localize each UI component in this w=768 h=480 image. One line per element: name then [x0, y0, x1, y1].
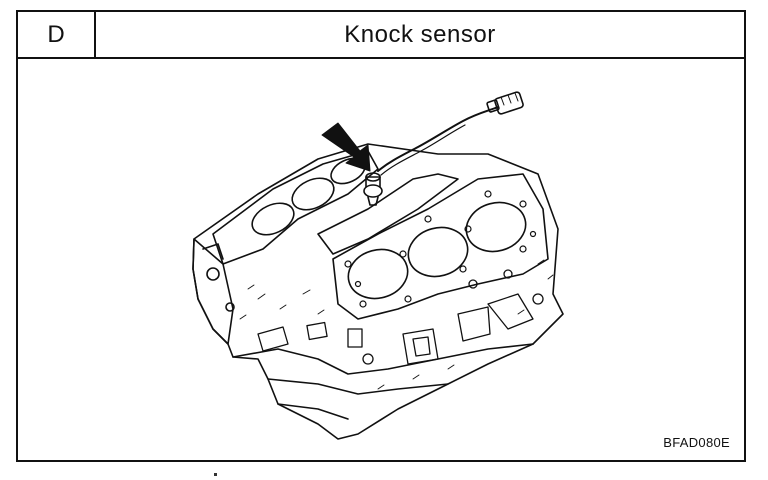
diagram-title: Knock sensor [344, 20, 496, 48]
knock-sensor-icon [363, 172, 383, 206]
scan-speck [214, 473, 217, 476]
front-face [192, 238, 234, 345]
right-bore-3 [465, 201, 527, 253]
left-bank-deck [212, 150, 379, 265]
figure-code: BFAD080E [663, 435, 730, 450]
block-outline [192, 143, 564, 440]
sensor-wire [377, 106, 499, 172]
sensor-connector-icon [486, 91, 524, 115]
valley-ridge [317, 173, 459, 255]
right-bore-2 [407, 226, 469, 278]
right-bank-deck [332, 173, 549, 320]
left-bore-2 [291, 177, 335, 211]
engine-block-drawing [192, 91, 564, 440]
diagram-header: D Knock sensor [18, 12, 744, 59]
left-bore-1 [251, 202, 295, 236]
engine-illustration: BFAD080E [18, 59, 744, 460]
crankcase-skirt [232, 343, 534, 375]
right-bore-1 [347, 248, 409, 300]
callout-arrow-icon [321, 122, 371, 172]
deck-bolt-holes [344, 190, 537, 308]
casting-texture [239, 259, 554, 390]
diagram-frame: D Knock sensor [16, 10, 746, 462]
section-letter: D [18, 12, 96, 57]
side-details [257, 269, 544, 365]
front-boss [206, 267, 220, 281]
